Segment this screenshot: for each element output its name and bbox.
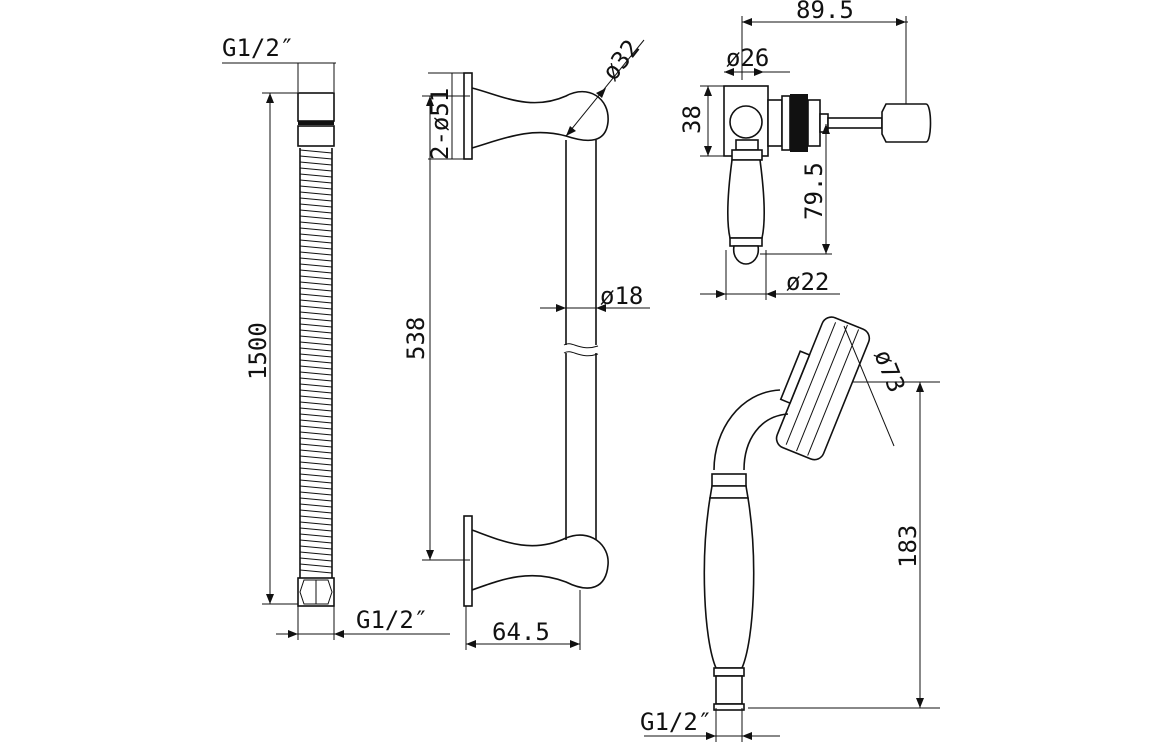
hose-corrugation-line: [299, 395, 333, 400]
hose-corrugation-line: [299, 569, 333, 574]
hose-length-label: 1500: [244, 322, 272, 380]
hose-corrugation-line: [299, 497, 333, 502]
valve-drop-label: 79.5: [800, 162, 828, 220]
hose-bottom-connection-label: G1/2″: [356, 606, 428, 634]
hose-corrugation-line: [299, 281, 333, 286]
valve-body-dia-label: ø26: [726, 44, 769, 72]
hose-corrugation-line: [299, 221, 333, 226]
shower-handset: ø73 183 G1/2″: [640, 316, 940, 742]
rail-dia-label: ø18: [600, 282, 643, 310]
hose-corrugation-line: [299, 179, 333, 184]
outlet-valve: 89.5 ø26 38 79.5: [678, 0, 932, 300]
hose-corrugation-line: [299, 479, 333, 484]
hose-corrugation-line: [299, 377, 333, 382]
hose-corrugation-line: [299, 383, 333, 388]
hose-corrugation-line: [299, 437, 333, 442]
hose-corrugation-line: [299, 485, 333, 490]
hose-corrugation-line: [299, 389, 333, 394]
hose-corrugation-line: [299, 413, 333, 418]
hose-corrugation-line: [299, 365, 333, 370]
hose-corrugation-line: [299, 269, 333, 274]
hose-corrugation-line: [299, 233, 333, 238]
hose-corrugation-line: [299, 239, 333, 244]
handset-head-dia-label: ø73: [868, 346, 910, 397]
hose-corrugation-line: [299, 407, 333, 412]
hose-corrugation-line: [299, 317, 333, 322]
hose-corrugation-line: [299, 401, 333, 406]
hose-corrugation-line: [299, 215, 333, 220]
hose-corrugation-line: [299, 149, 333, 154]
hose-corrugation-line: [299, 353, 333, 358]
hose-corrugation-line: [299, 449, 333, 454]
handset-length-label: 183: [894, 525, 922, 568]
hose-corrugation-line: [299, 443, 333, 448]
riser-rail: 2-ø51 ø32 538 ø18 64.5: [402, 34, 650, 650]
rail-height-label: 538: [402, 317, 430, 360]
hose-corrugation-line: [299, 323, 333, 328]
hose-corrugation-line: [299, 509, 333, 514]
hose-corrugation-line: [299, 341, 333, 346]
hose-corrugation-line: [299, 275, 333, 280]
hose-corrugation-line: [299, 359, 333, 364]
valve-body-height-label: 38: [678, 105, 706, 134]
hose-corrugation-line: [299, 425, 333, 430]
handset-connection-label: G1/2″: [640, 708, 712, 736]
hose-corrugation-line: [299, 467, 333, 472]
hose-corrugation-line: [299, 197, 333, 202]
hose-corrugation-line: [299, 293, 333, 298]
hose-corrugation-line: [299, 155, 333, 160]
valve-width-label: 89.5: [796, 0, 854, 24]
hose-corrugation-line: [299, 161, 333, 166]
hose-top-connection-label: G1/2″: [222, 34, 294, 62]
hose-corrugation-line: [299, 503, 333, 508]
hose-corrugation-line: [299, 335, 333, 340]
hose-corrugation-line: [299, 533, 333, 538]
hose-corrugation-line: [299, 329, 333, 334]
rail-projection-label: 64.5: [492, 618, 550, 646]
hose-corrugation-line: [299, 527, 333, 532]
hose-corrugation-line: [299, 305, 333, 310]
hose-corrugation-line: [299, 473, 333, 478]
hose-corrugation-line: [299, 299, 333, 304]
bracket-dia-label: ø32: [597, 34, 646, 85]
hose-corrugation-line: [299, 311, 333, 316]
hose-corrugation-line: [299, 203, 333, 208]
hose-corrugation-line: [299, 461, 333, 466]
hose-corrugation-line: [299, 557, 333, 562]
hose-corrugation-line: [299, 191, 333, 196]
hose-corrugation-line: [299, 209, 333, 214]
shower-hose: G1/2″ 1500 G1/2″: [222, 34, 450, 640]
hose-corrugation-line: [299, 347, 333, 352]
hose-corrugation-line: [299, 227, 333, 232]
hose-corrugation-line: [299, 455, 333, 460]
hose-corrugation-line: [299, 263, 333, 268]
hose-corrugation-line: [299, 521, 333, 526]
hose-corrugation-line: [299, 551, 333, 556]
hose-corrugation-line: [299, 167, 333, 172]
valve-outlet-dia-label: ø22: [786, 268, 829, 296]
hose-corrugation-line: [299, 539, 333, 544]
hose-corrugation-line: [299, 173, 333, 178]
hose-corrugation-line: [299, 251, 333, 256]
hose-corrugation-line: [299, 185, 333, 190]
hose-corrugation-line: [299, 287, 333, 292]
hose-corrugation-line: [299, 371, 333, 376]
hose-corrugation-line: [299, 431, 333, 436]
hose-corrugation-line: [299, 419, 333, 424]
hose-corrugation-line: [299, 245, 333, 250]
hose-corrugation-line: [299, 491, 333, 496]
hose-corrugation-line: [299, 545, 333, 550]
hose-corrugation-line: [299, 563, 333, 568]
hose-corrugation-line: [299, 515, 333, 520]
hose-corrugation-line: [299, 257, 333, 262]
